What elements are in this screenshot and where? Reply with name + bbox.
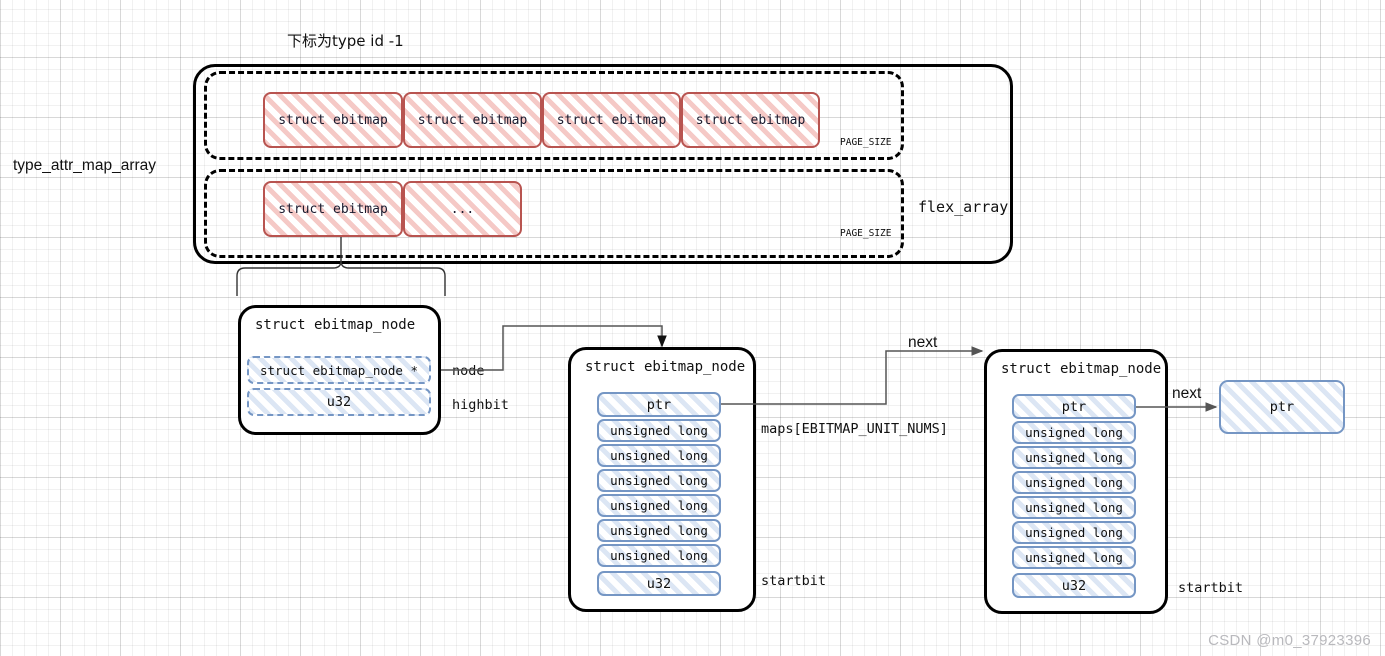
next-label-right: next [1172, 385, 1202, 402]
ebitmap-cell[interactable]: struct ebitmap [263, 181, 403, 237]
page-row-1 [204, 71, 904, 160]
highbit-field-label: highbit [452, 397, 509, 413]
edge-middle-next [721, 346, 984, 405]
left-node-field-node[interactable]: struct ebitmap_node * [247, 356, 431, 384]
page-size-label-1: PAGE_SIZE [840, 137, 892, 148]
middle-node-map[interactable]: unsigned long [597, 544, 721, 567]
right-node-startbit[interactable]: u32 [1012, 573, 1136, 598]
type-attr-map-array-label: type_attr_map_array [13, 157, 157, 174]
middle-node-map[interactable]: unsigned long [597, 494, 721, 517]
page-row-2 [204, 169, 904, 258]
right-node-ptr[interactable]: ptr [1012, 394, 1136, 419]
type-id-note: 下标为type id -1 [287, 32, 404, 50]
left-node-field-highbit[interactable]: u32 [247, 388, 431, 416]
right-node-title: struct ebitmap_node [1001, 361, 1162, 377]
middle-node-title: struct ebitmap_node [585, 359, 746, 375]
right-node-map[interactable]: unsigned long [1012, 421, 1136, 444]
middle-node-startbit[interactable]: u32 [597, 571, 721, 596]
ebitmap-cell[interactable]: struct ebitmap [403, 92, 542, 148]
right-node-map[interactable]: unsigned long [1012, 446, 1136, 469]
type-attr-map-array-container [193, 64, 1013, 264]
middle-startbit-label: startbit [761, 573, 827, 589]
right-startbit-label: startbit [1178, 580, 1244, 596]
ebitmap-cell[interactable]: struct ebitmap [542, 92, 681, 148]
middle-node-map[interactable]: unsigned long [597, 469, 721, 492]
watermark: CSDN @m0_37923396 [1208, 632, 1371, 649]
middle-node-ptr[interactable]: ptr [597, 392, 721, 417]
next-label-middle: next [908, 334, 938, 351]
ebitmap-cell[interactable]: struct ebitmap [681, 92, 820, 148]
tail-ptr-box[interactable]: ptr [1219, 380, 1345, 434]
right-node-map[interactable]: unsigned long [1012, 546, 1136, 569]
node-field-label: node [452, 363, 485, 379]
middle-node-map[interactable]: unsigned long [597, 519, 721, 542]
page-size-label-2: PAGE_SIZE [840, 228, 892, 239]
middle-node-map[interactable]: unsigned long [597, 419, 721, 442]
ebitmap-cell-ellipsis[interactable]: ... [403, 181, 522, 237]
ebitmap-cell[interactable]: struct ebitmap [263, 92, 403, 148]
right-node-map[interactable]: unsigned long [1012, 521, 1136, 544]
left-node-title: struct ebitmap_node [255, 317, 416, 333]
right-node-map[interactable]: unsigned long [1012, 496, 1136, 519]
right-node-map[interactable]: unsigned long [1012, 471, 1136, 494]
maps-label: maps[EBITMAP_UNIT_NUMS] [761, 421, 948, 437]
flex-array-label: flex_array [918, 198, 1009, 216]
middle-node-map[interactable]: unsigned long [597, 444, 721, 467]
